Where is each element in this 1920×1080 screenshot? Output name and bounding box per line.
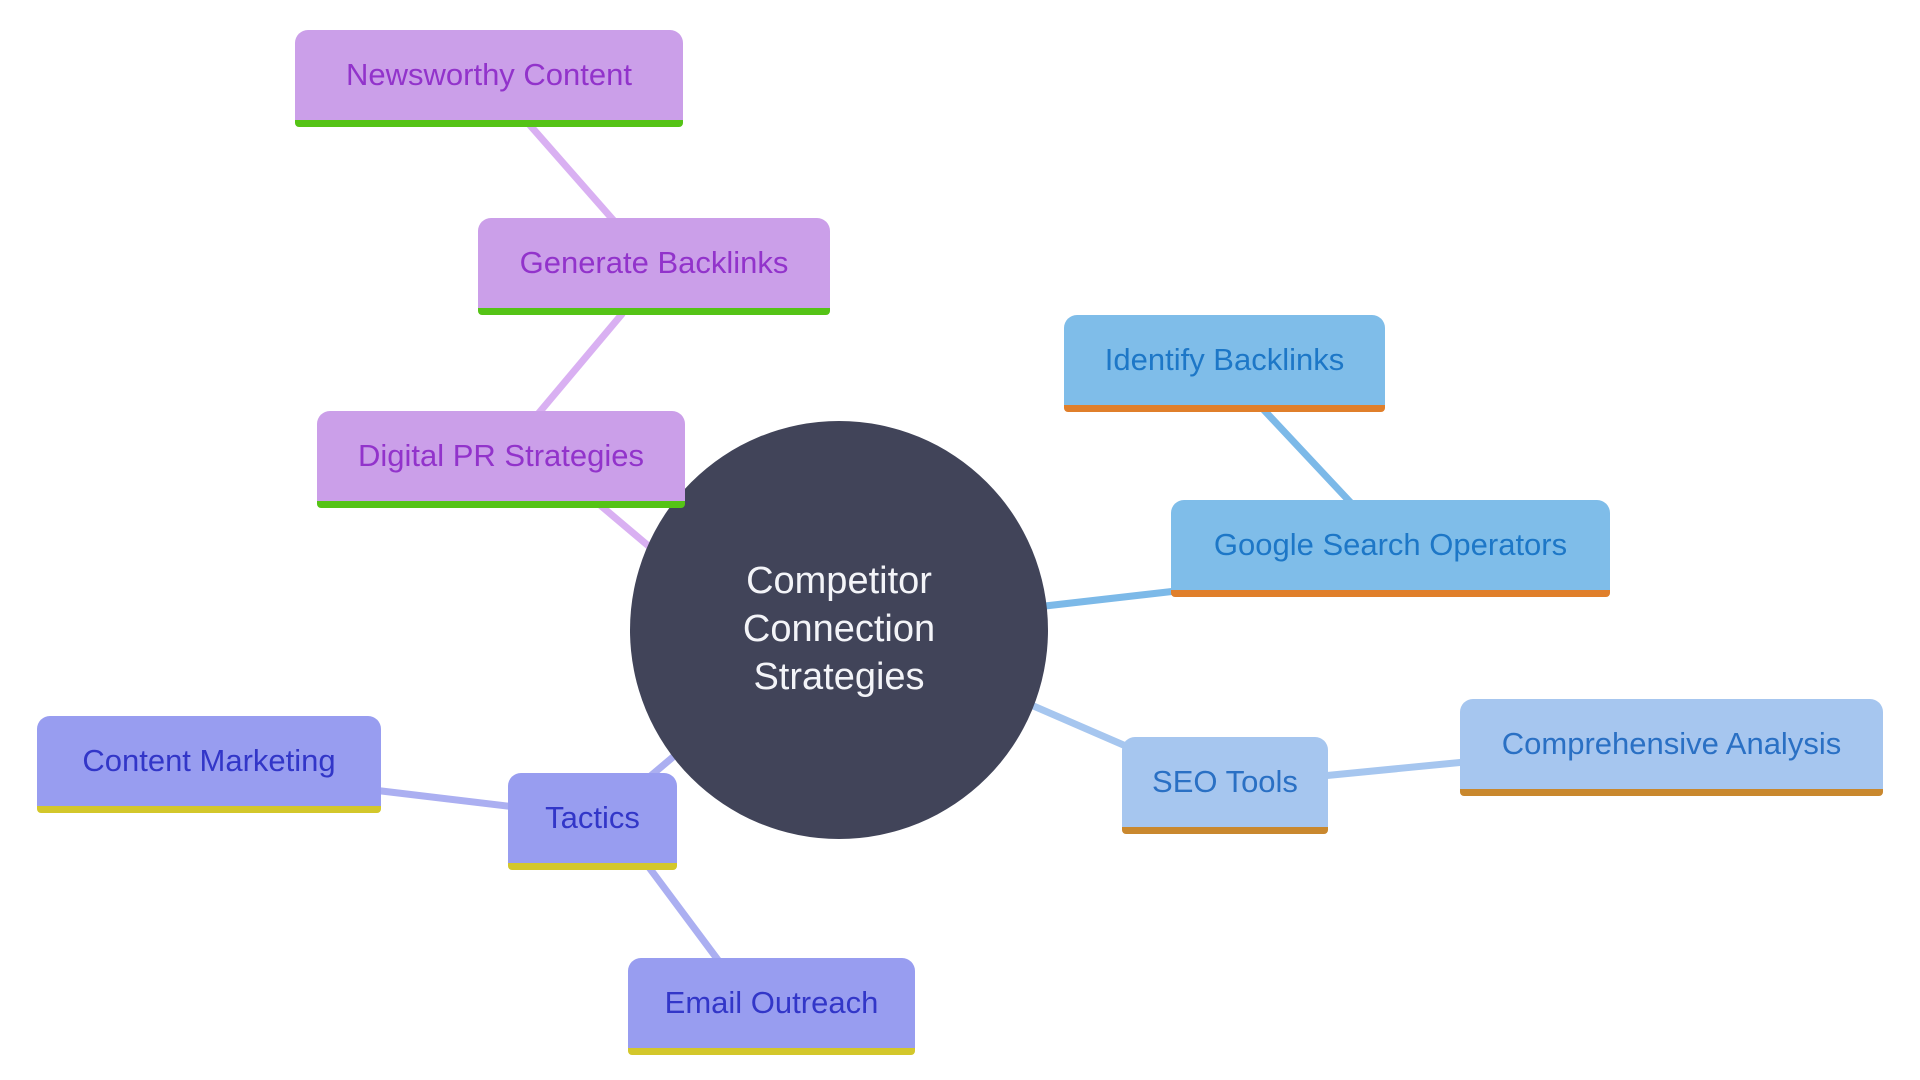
node-seo-tools-label: SEO Tools (1152, 764, 1298, 799)
node-seo-tools: SEO Tools (1122, 737, 1328, 834)
node-generate-backlinks-label: Generate Backlinks (519, 245, 789, 280)
node-email-outreach: Email Outreach (628, 958, 915, 1055)
node-identify-backlinks-label: Identify Backlinks (1104, 342, 1345, 377)
edge-tactics-content-marketing (369, 786, 519, 811)
root-node-circle: Competitor Connection Strategies (630, 421, 1048, 839)
node-newsworthy-content: Newsworthy Content (295, 30, 683, 127)
node-content-marketing-label: Content Marketing (82, 743, 336, 778)
edge-identify-backlinks-google-search-operators (1258, 404, 1356, 508)
node-comprehensive-analysis: Comprehensive Analysis (1460, 699, 1883, 796)
node-digital-pr-strategies-label: Digital PR Strategies (357, 438, 644, 473)
root-node-label: Competitor Connection Strategies (742, 560, 936, 698)
edge-tactics-email-outreach (641, 858, 722, 964)
node-digital-pr-strategies: Digital PR Strategies (317, 411, 685, 508)
edge-newsworthy-content-generate-backlinks (524, 119, 619, 226)
node-content-marketing: Content Marketing (37, 716, 381, 813)
edge-root-seo-tools (1011, 694, 1139, 754)
node-google-search-operators-label: Google Search Operators (1213, 527, 1568, 562)
node-identify-backlinks: Identify Backlinks (1064, 315, 1385, 412)
node-tactics-label: Tactics (545, 800, 640, 835)
edge-seo-tools-comprehensive-analysis (1318, 758, 1469, 780)
node-google-search-operators: Google Search Operators (1171, 500, 1610, 597)
node-tactics: Tactics (508, 773, 677, 870)
node-generate-backlinks: Generate Backlinks (478, 218, 830, 315)
node-newsworthy-content-label: Newsworthy Content (345, 57, 632, 92)
node-email-outreach-label: Email Outreach (664, 985, 879, 1020)
node-comprehensive-analysis-label: Comprehensive Analysis (1501, 726, 1842, 761)
edge-generate-backlinks-digital-pr-strategies (534, 310, 626, 418)
